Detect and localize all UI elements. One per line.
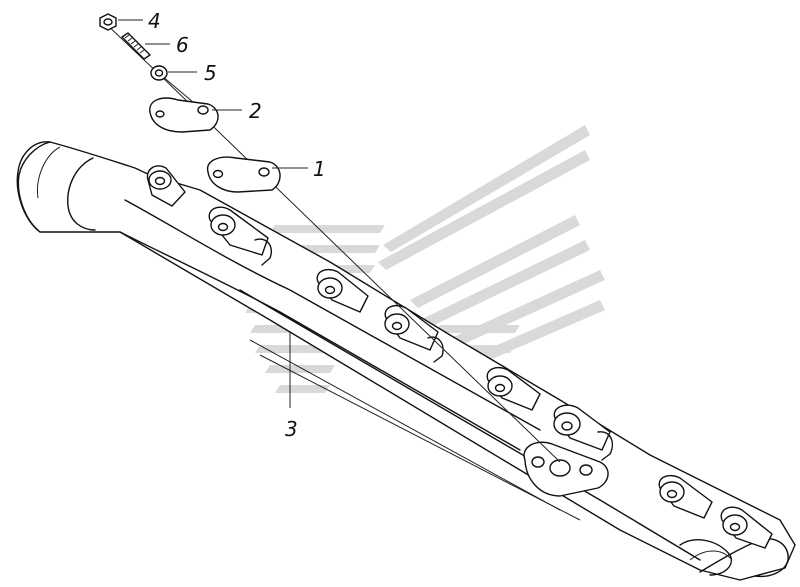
flange-2 bbox=[208, 206, 272, 266]
flange-8 bbox=[658, 474, 713, 519]
callout-3: 3 bbox=[285, 417, 298, 441]
gasket-part-1 bbox=[206, 156, 281, 193]
callout-1: 1 bbox=[313, 157, 326, 181]
manifold-body bbox=[16, 141, 796, 581]
nut-part-4 bbox=[99, 13, 117, 31]
callout-5: 5 bbox=[204, 61, 217, 85]
flange-7-egr-outlet bbox=[523, 441, 609, 497]
flange-9 bbox=[720, 506, 773, 549]
flange-1 bbox=[146, 165, 186, 207]
callout-2: 2 bbox=[249, 99, 262, 123]
leader-lines bbox=[118, 19, 308, 408]
flange-3 bbox=[316, 268, 369, 313]
washer-part-5 bbox=[150, 65, 168, 81]
plate-part-2 bbox=[149, 97, 219, 133]
flange-6 bbox=[553, 404, 614, 461]
callout-labels: 4 6 5 2 1 3 bbox=[148, 9, 326, 441]
flange-5 bbox=[486, 366, 541, 411]
manifold-flanges bbox=[146, 165, 773, 549]
callout-4: 4 bbox=[148, 9, 161, 33]
stud-part-6 bbox=[121, 32, 151, 60]
callout-6: 6 bbox=[176, 33, 189, 57]
